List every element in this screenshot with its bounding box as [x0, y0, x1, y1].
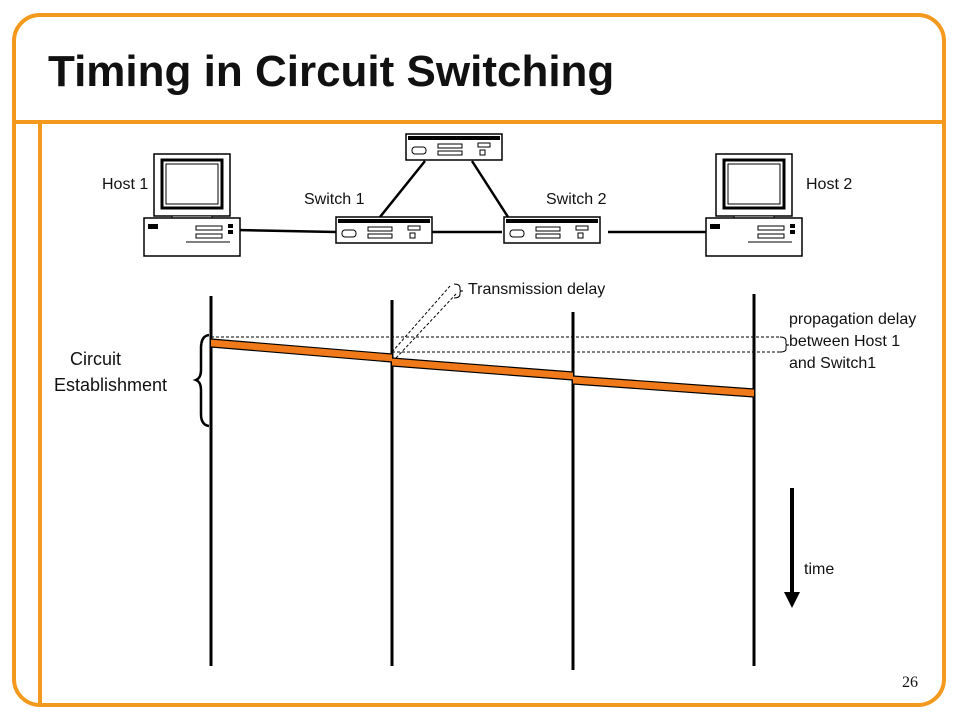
switch1-label: Switch 1 — [304, 191, 365, 208]
page-number: 26 — [902, 674, 918, 691]
propagation-delay-label-line1: propagation delay — [789, 311, 917, 328]
host2-computer-icon — [705, 153, 803, 257]
link-switch3-switch2 — [470, 160, 510, 218]
host1-label: Host 1 — [102, 176, 149, 193]
link-switch1-switch3 — [379, 160, 426, 218]
transmission-delay-label: Transmission delay — [468, 281, 606, 298]
signal-band-switch1-switch2 — [391, 357, 574, 381]
signal-band-switch2-host2 — [572, 375, 755, 398]
switch2-label: Switch 2 — [546, 191, 607, 208]
circuit-establishment-bracket — [192, 333, 210, 428]
circuit-establishment-label-line2: Establishment — [54, 375, 168, 395]
signal-band-host1-switch1 — [210, 338, 393, 363]
time-label: time — [804, 561, 835, 578]
link-host1-switch1 — [235, 228, 337, 234]
circuit-establishment-label-line1: Circuit — [70, 349, 122, 369]
transmission-pointer-1 — [391, 285, 451, 353]
host1-computer-icon — [143, 153, 241, 257]
host2-label: Host 2 — [806, 176, 853, 193]
switch2-icon — [503, 216, 601, 244]
slide-title: Timing in Circuit Switching — [48, 47, 615, 96]
slide-frame — [12, 13, 946, 707]
propagation-brace — [779, 336, 790, 353]
switch1-icon — [335, 216, 433, 244]
time-arrow-head — [784, 592, 800, 608]
transmission-brace — [453, 283, 464, 299]
switch3-icon — [405, 133, 503, 161]
propagation-delay-label-line2: between Host 1 — [789, 333, 901, 350]
propagation-delay-label-line3: and Switch1 — [789, 355, 877, 372]
transmission-pointer-2 — [395, 293, 457, 359]
